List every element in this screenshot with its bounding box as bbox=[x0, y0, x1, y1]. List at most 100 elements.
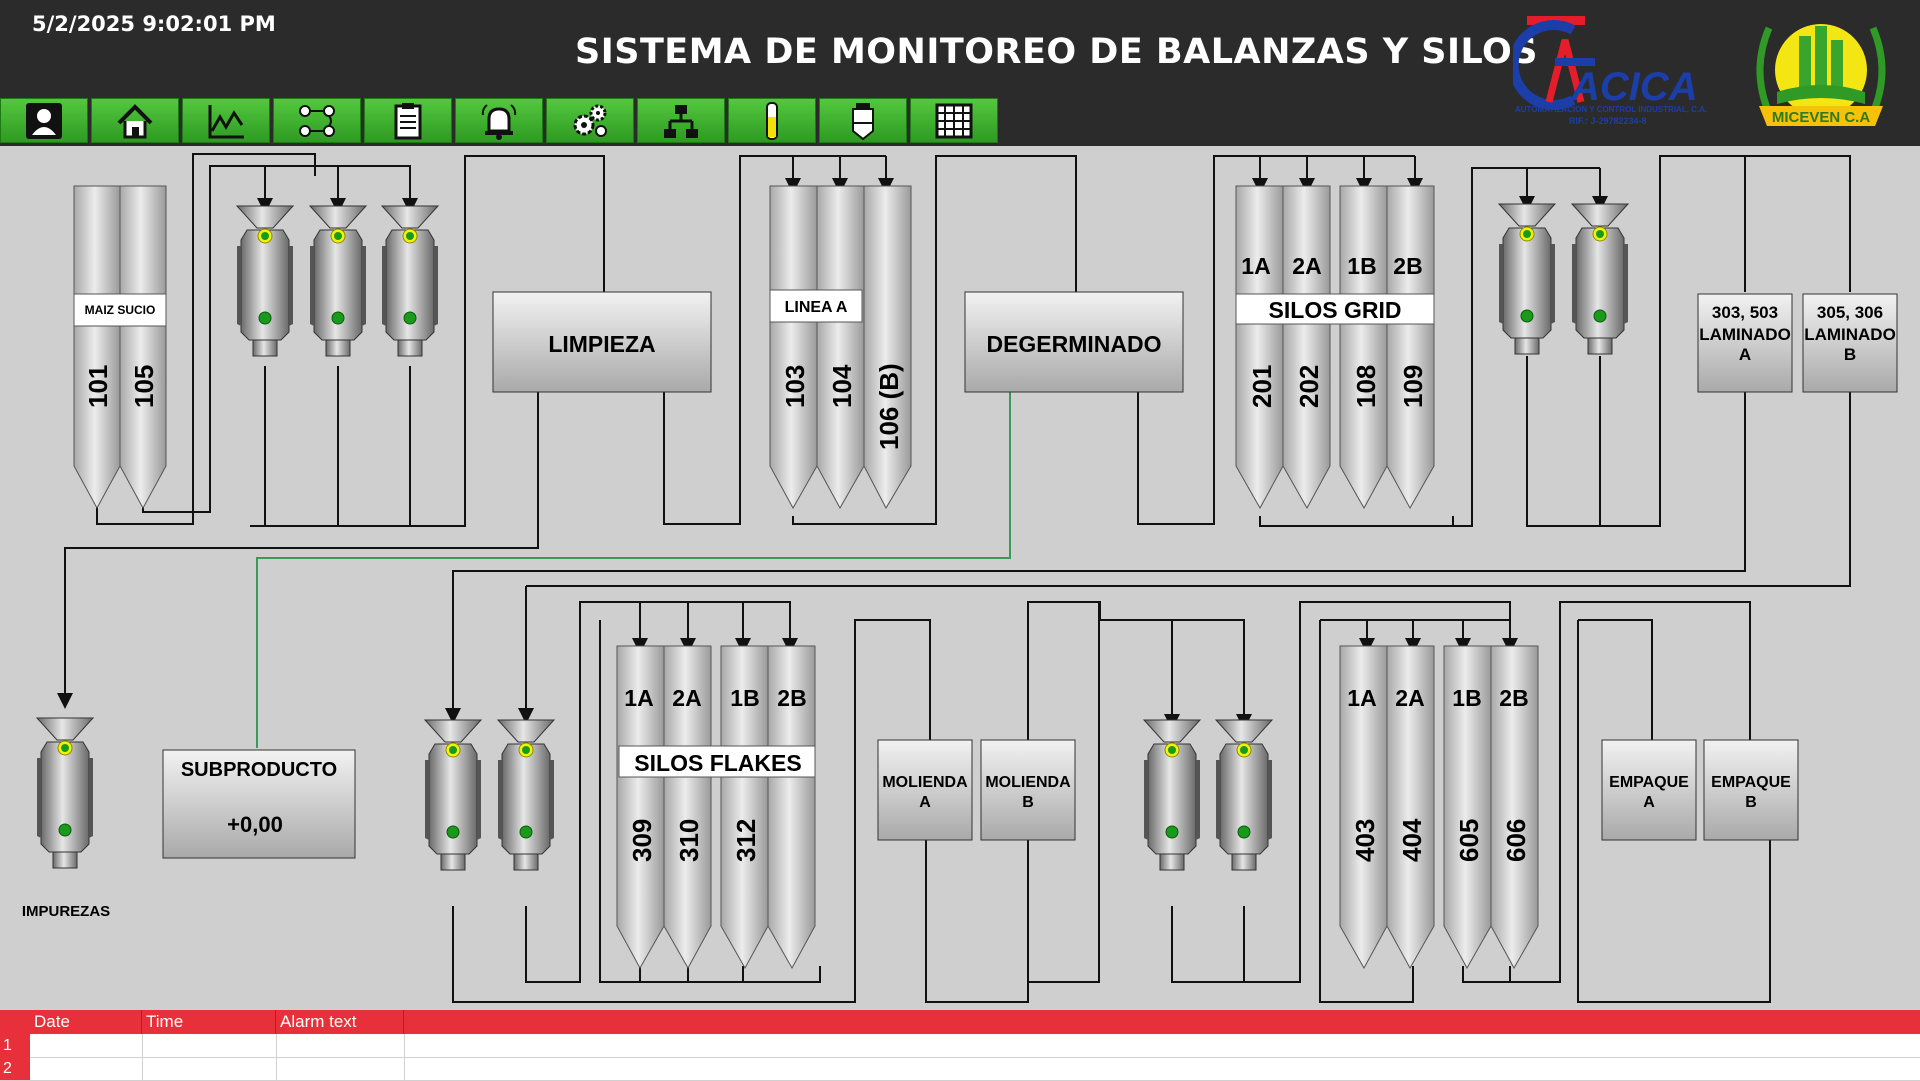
acica-logo: ACICA AUTOMATIZACION Y CONTROL INDUSTRIA… bbox=[1513, 16, 1707, 126]
nav-button-network[interactable] bbox=[637, 98, 725, 143]
empaque-name: EMPAQUE bbox=[1711, 774, 1791, 791]
nav-button-alarm-bell[interactable] bbox=[455, 98, 543, 143]
status-indicator bbox=[1593, 309, 1607, 323]
tube-icon bbox=[766, 101, 778, 140]
silo-id: 606 bbox=[1501, 819, 1531, 862]
laminado-suffix: B bbox=[1844, 345, 1856, 364]
silo-id: 309 bbox=[627, 819, 657, 862]
page-title: SISTEMA DE MONITOREO DE BALANZAS Y SILOS bbox=[575, 32, 1539, 72]
process-box-limpieza[interactable]: LIMPIEZA bbox=[492, 291, 712, 393]
weigh-scale[interactable] bbox=[1570, 203, 1630, 355]
nav-button-tube[interactable] bbox=[728, 98, 816, 143]
weigh-scale[interactable] bbox=[496, 719, 556, 871]
process-box-subproducto[interactable]: SUBPRODUCTO +0,00 bbox=[162, 749, 356, 859]
process-box-empaque-a[interactable]: EMPAQUE A bbox=[1601, 739, 1697, 841]
status-indicator bbox=[1168, 746, 1176, 754]
laminado-code: 303, 503 bbox=[1712, 303, 1778, 322]
status-indicator bbox=[61, 744, 69, 752]
weigh-scale[interactable] bbox=[380, 205, 440, 357]
status-indicator bbox=[261, 232, 269, 240]
silo-group-label: LINEA A bbox=[785, 299, 848, 316]
nav-button-clipboard[interactable] bbox=[364, 98, 452, 143]
nav-button-trend-chart[interactable] bbox=[182, 98, 270, 143]
alarm-row-number: 1 bbox=[0, 1034, 30, 1057]
silo-id: 106 (B) bbox=[874, 363, 904, 450]
molienda-suffix: A bbox=[919, 794, 931, 811]
silo-id: 101 bbox=[83, 365, 113, 408]
weigh-scale[interactable] bbox=[1142, 719, 1202, 871]
alarm-table[interactable]: Date Time Alarm text 1 2 bbox=[0, 1010, 1920, 1081]
settings-gears-icon bbox=[573, 104, 607, 137]
silo-group-linea-a[interactable]: LINEA A 103 104 106 (B) bbox=[769, 185, 912, 510]
process-box-molienda-b[interactable]: MOLIENDA B bbox=[980, 739, 1076, 841]
silo-id: 105 bbox=[129, 365, 159, 408]
alarm-cell bbox=[142, 1057, 277, 1080]
alarm-row[interactable]: 1 bbox=[0, 1034, 1920, 1058]
molienda-suffix: B bbox=[1022, 794, 1034, 811]
silo-top-label: 2A bbox=[1292, 253, 1321, 279]
silo-icon bbox=[852, 102, 874, 140]
process-diagram: MAIZ SUCIO 101 105 LINEA A 103 104 106 (… bbox=[22, 153, 1898, 1003]
silo-top-label: 2B bbox=[1499, 685, 1528, 711]
acica-logo-tagline: AUTOMATIZACION Y CONTROL INDUSTRIAL, C.A… bbox=[1515, 105, 1707, 114]
acica-logo-rif: RIF.: J-29782234-8 bbox=[1569, 116, 1647, 126]
status-indicator bbox=[522, 746, 530, 754]
miceven-logo: MICEVEN C.A bbox=[1756, 24, 1886, 126]
nav-button-user[interactable] bbox=[0, 98, 88, 143]
process-label: DEGERMINADO bbox=[986, 331, 1161, 357]
alarm-bell-icon bbox=[481, 103, 517, 140]
status-indicator bbox=[519, 825, 533, 839]
molienda-name: MOLIENDA bbox=[882, 774, 968, 791]
status-indicator bbox=[1240, 746, 1248, 754]
alarm-cell bbox=[30, 1034, 143, 1057]
status-indicator bbox=[1237, 825, 1251, 839]
nav-button-flow[interactable] bbox=[273, 98, 361, 143]
empaque-name: EMPAQUE bbox=[1609, 774, 1689, 791]
clipboard-icon bbox=[394, 102, 422, 139]
laminado-suffix: A bbox=[1739, 345, 1751, 364]
silo-id: 104 bbox=[827, 364, 857, 408]
silo-top-label: 1B bbox=[1452, 685, 1481, 711]
status-indicator bbox=[334, 232, 342, 240]
subproducto-label: SUBPRODUCTO bbox=[181, 759, 337, 781]
status-indicator bbox=[258, 311, 272, 325]
weigh-scale[interactable] bbox=[35, 717, 95, 869]
subproducto-value: +0,00 bbox=[227, 812, 283, 837]
alarm-col-text[interactable]: Alarm text bbox=[276, 1010, 404, 1034]
process-box-degerminado[interactable]: DEGERMINADO bbox=[964, 291, 1184, 393]
process-box-empaque-b[interactable]: EMPAQUE B bbox=[1703, 739, 1799, 841]
laminado-name: LAMINADO bbox=[1804, 325, 1896, 344]
laminado-name: LAMINADO bbox=[1699, 325, 1791, 344]
nav-button-silo[interactable] bbox=[819, 98, 907, 143]
weigh-scale[interactable] bbox=[235, 205, 295, 357]
process-label: LIMPIEZA bbox=[548, 331, 655, 357]
network-icon bbox=[664, 104, 698, 138]
weigh-scale[interactable] bbox=[423, 719, 483, 871]
silo-group-label: SILOS FLAKES bbox=[634, 750, 801, 776]
weigh-scale[interactable] bbox=[1214, 719, 1274, 871]
impurezas-label: IMPUREZAS bbox=[22, 903, 110, 920]
process-box-laminado-a[interactable]: 303, 503 LAMINADO A bbox=[1697, 293, 1793, 393]
status-indicator bbox=[446, 825, 460, 839]
process-box-laminado-b[interactable]: 305, 306 LAMINADO B bbox=[1802, 293, 1898, 393]
process-box-molienda-a[interactable]: MOLIENDA A bbox=[877, 739, 973, 841]
silo-group-grid[interactable]: 1A 2A 1B 2B SILOS GRID 201 202 108 109 bbox=[1235, 185, 1435, 510]
silo-group-final[interactable]: 1A 2A 1B 2B 403 404 605 606 bbox=[1339, 645, 1539, 970]
silo-id: 312 bbox=[731, 819, 761, 862]
alarm-col-date[interactable]: Date bbox=[30, 1010, 142, 1034]
silo-group-flakes[interactable]: 1A 2A 1B 2B SILOS FLAKES 309 310 312 bbox=[616, 645, 816, 970]
nav-button-home[interactable] bbox=[91, 98, 179, 143]
alarm-col-time[interactable]: Time bbox=[142, 1010, 276, 1034]
weigh-scale[interactable] bbox=[1497, 203, 1557, 355]
trend-chart-icon bbox=[208, 104, 244, 138]
nav-button-settings-gears[interactable] bbox=[546, 98, 634, 143]
alarm-row[interactable]: 2 bbox=[0, 1057, 1920, 1081]
weigh-scale[interactable] bbox=[308, 205, 368, 357]
silo-group-maiz-sucio[interactable]: MAIZ SUCIO 101 105 bbox=[73, 185, 167, 510]
empaque-suffix: A bbox=[1643, 794, 1655, 811]
silo-id: 605 bbox=[1454, 819, 1484, 862]
miceven-logo-name: MICEVEN C.A bbox=[1772, 109, 1871, 126]
silo-id: 109 bbox=[1398, 365, 1428, 408]
grid-table-icon bbox=[935, 103, 973, 138]
nav-button-grid-table[interactable] bbox=[910, 98, 998, 143]
